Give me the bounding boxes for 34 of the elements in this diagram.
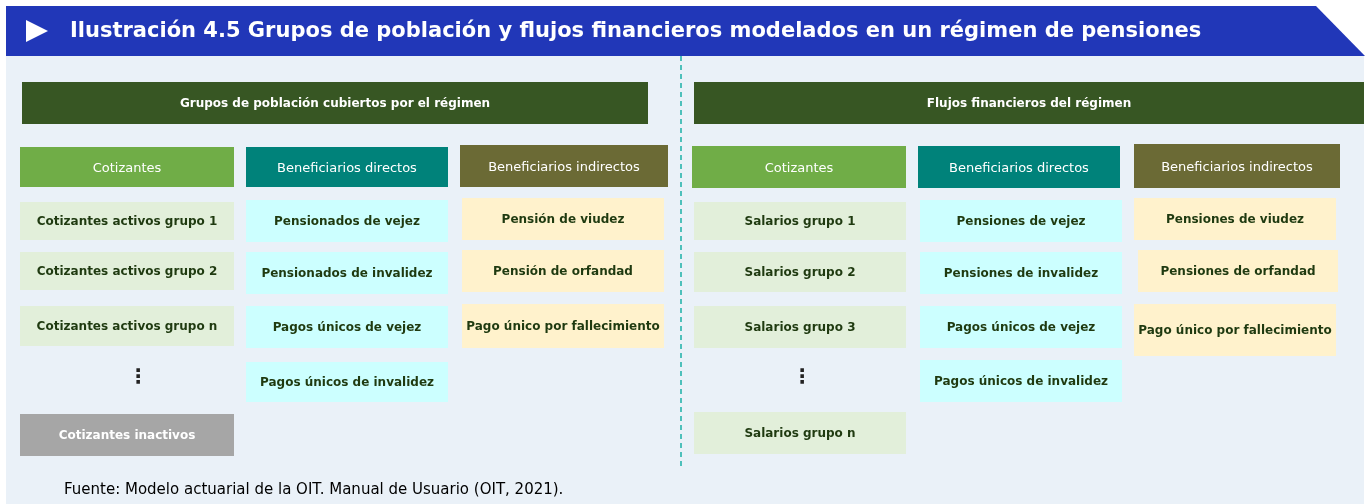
column-header: Cotizantes: [20, 147, 234, 187]
item-box: Salarios grupo 1: [694, 202, 906, 240]
item-box: Pagos únicos de invalidez: [246, 362, 448, 402]
ellipsis: ⋮: [128, 364, 148, 388]
item-box: Pensiones de orfandad: [1138, 250, 1338, 292]
column-header: Beneficiarios directos: [246, 147, 448, 187]
item-box: Pensiones de invalidez: [920, 252, 1122, 294]
item-box: Pago único por fallecimiento: [462, 304, 664, 348]
item-box: Pensiones de viudez: [1134, 198, 1336, 240]
item-box: Cotizantes activos grupo 2: [20, 252, 234, 290]
item-box: Cotizantes activos grupo n: [20, 306, 234, 346]
item-box: Pensionados de vejez: [246, 200, 448, 242]
item-box: Pago único por fallecimiento: [1134, 304, 1336, 356]
item-box: Pagos únicos de vejez: [246, 306, 448, 348]
column-header: Beneficiarios directos: [918, 146, 1120, 188]
section-header: Flujos financieros del régimen: [694, 82, 1364, 124]
item-box: Cotizantes inactivos: [20, 414, 234, 456]
item-box: Salarios grupo n: [694, 412, 906, 454]
column-header: Cotizantes: [692, 146, 906, 188]
item-box: Pensión de orfandad: [462, 250, 664, 292]
section-header: Grupos de población cubiertos por el régimen: [22, 82, 648, 124]
item-box: Salarios grupo 3: [694, 306, 906, 348]
item-box: Pensiones de vejez: [920, 200, 1122, 242]
item-box: Cotizantes activos grupo 1: [20, 202, 234, 240]
item-box: Pagos únicos de vejez: [920, 306, 1122, 348]
column-header: Beneficiarios indirectos: [1134, 144, 1340, 188]
source-note: Fuente: Modelo actuarial de la OIT. Manual de Usuario (OIT, 2021).: [64, 480, 564, 498]
item-box: Pagos únicos de invalidez: [920, 360, 1122, 402]
item-box: Pensión de viudez: [462, 198, 664, 240]
item-box: Salarios grupo 2: [694, 252, 906, 292]
item-box: Pensionados de invalidez: [246, 252, 448, 294]
ellipsis: ⋮: [792, 364, 812, 388]
column-header: Beneficiarios indirectos: [460, 145, 668, 187]
title: Ilustración 4.5 Grupos de población y flujos financieros modelados en un régimen de pensiones: [70, 18, 1202, 42]
